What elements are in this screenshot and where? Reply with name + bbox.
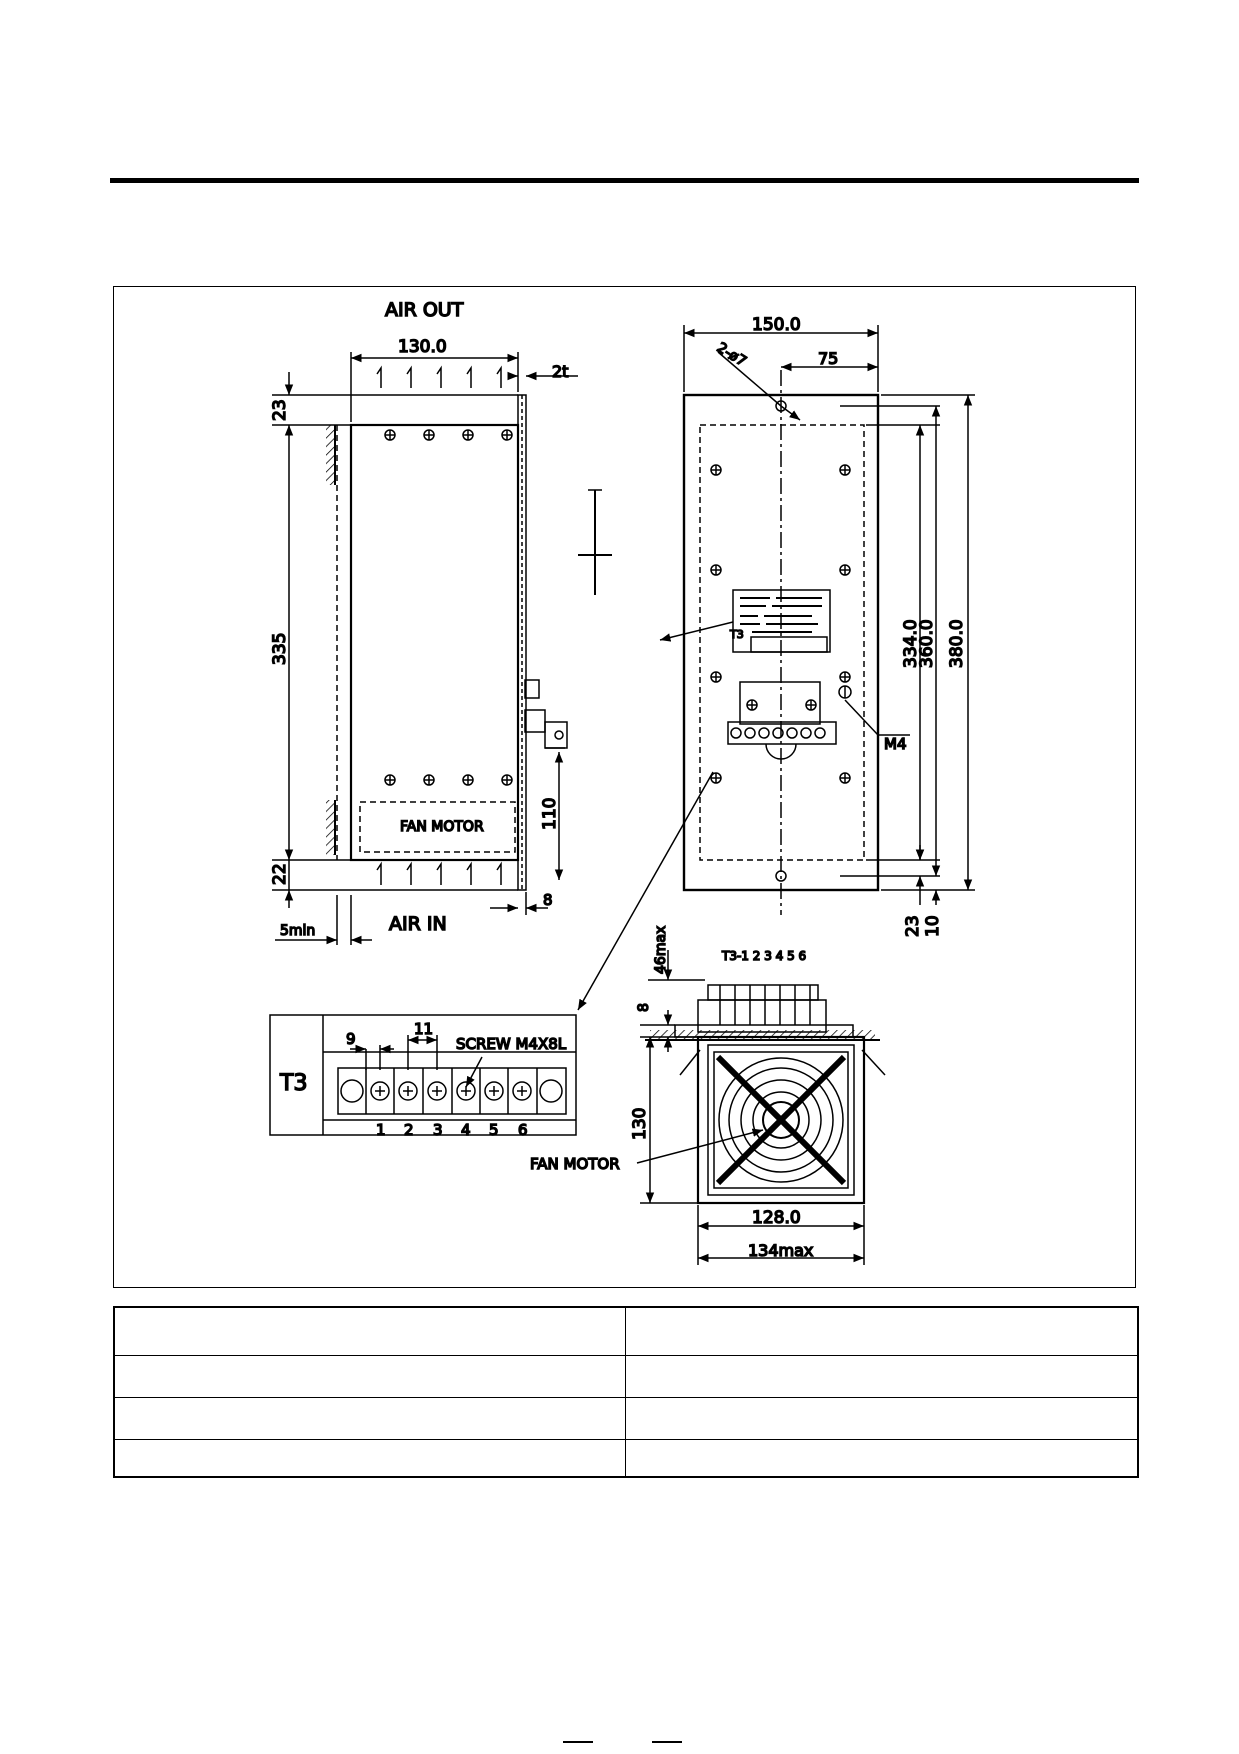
connector-height-label: 110 (540, 798, 560, 830)
bottom-depth-label: 130 (630, 1108, 650, 1140)
terminal-number: 6 (518, 1121, 528, 1139)
drawing-frame (113, 286, 1136, 1288)
bottom-view (636, 950, 886, 1265)
terminal-detail (269, 1014, 577, 1136)
front-view (577, 325, 975, 1011)
height-380-label: 380.0 (947, 619, 967, 668)
bottom-width-label: 128.0 (752, 1208, 801, 1228)
screw-row-top (384, 429, 513, 441)
terminal-name: T3 (279, 1071, 307, 1096)
ground-label: M4 (884, 735, 907, 753)
holes-label: 2-ø7 (714, 340, 749, 370)
side-view (272, 352, 612, 945)
terminal-number: 1 (376, 1121, 386, 1139)
plate-label: 2t (552, 362, 568, 381)
bottom-10-label: 10 (923, 915, 943, 937)
page-number-mark-left (563, 1741, 593, 1743)
bottom-23-label: 23 (903, 915, 923, 937)
table-cell (626, 1440, 1137, 1476)
pitch-b-label: 11 (414, 1020, 433, 1038)
bottom-terminal-header: T3-1 2 3 4 5 6 (721, 949, 806, 963)
height-max-label: 46max (653, 926, 669, 974)
height-360-label: 360.0 (917, 619, 937, 668)
table-cell (626, 1308, 1137, 1356)
terminal-screws (370, 1081, 532, 1101)
front-terminals (730, 727, 826, 739)
page-number-mark-right (652, 1741, 682, 1743)
height-334-label: 334.0 (901, 619, 921, 668)
front-t3-label: T3 (729, 628, 744, 641)
table-cell (626, 1398, 1137, 1440)
terminal-numbers: 1 2 3 4 5 6 (375, 1120, 528, 1140)
bottom-fan-motor-label: FAN MOTOR (530, 1155, 620, 1173)
air-out-arrows (376, 365, 502, 388)
side-height: 335 (270, 633, 290, 665)
terminal-number: 4 (461, 1121, 471, 1139)
table-cell (626, 1356, 1137, 1398)
air-in-arrows (376, 861, 502, 885)
bottom-width-max-label: 134max (748, 1241, 813, 1260)
screw-row-bottom (384, 774, 513, 786)
terminal-number: 5 (489, 1121, 499, 1139)
table-cell (115, 1356, 626, 1398)
terminal-number: 2 (404, 1121, 414, 1139)
side-bottom-gap: 22 (270, 863, 290, 885)
side-width-label: 130.0 (398, 337, 447, 357)
air-in-label: AIR IN (389, 913, 447, 935)
header-rule (110, 178, 1139, 183)
hole-offset-label: 75 (818, 349, 838, 368)
side-flange-label: 8 (543, 891, 553, 909)
terminal-number: 3 (433, 1121, 443, 1139)
screw-label: SCREW M4X8L (456, 1035, 567, 1053)
front-width-label: 150.0 (752, 315, 801, 335)
air-out-label: AIR OUT (385, 299, 464, 321)
table-cell (115, 1308, 626, 1356)
spec-table (113, 1306, 1139, 1478)
table-cell (115, 1440, 626, 1476)
min-clearance-label: 5min (280, 923, 315, 939)
table-cell (115, 1398, 626, 1440)
bottom-flange-label: 8 (636, 1003, 652, 1012)
pitch-a-label: 9 (346, 1030, 356, 1048)
side-fan-motor-label: FAN MOTOR (400, 819, 484, 835)
side-top-gap: 23 (270, 399, 290, 421)
front-screws (710, 464, 851, 784)
